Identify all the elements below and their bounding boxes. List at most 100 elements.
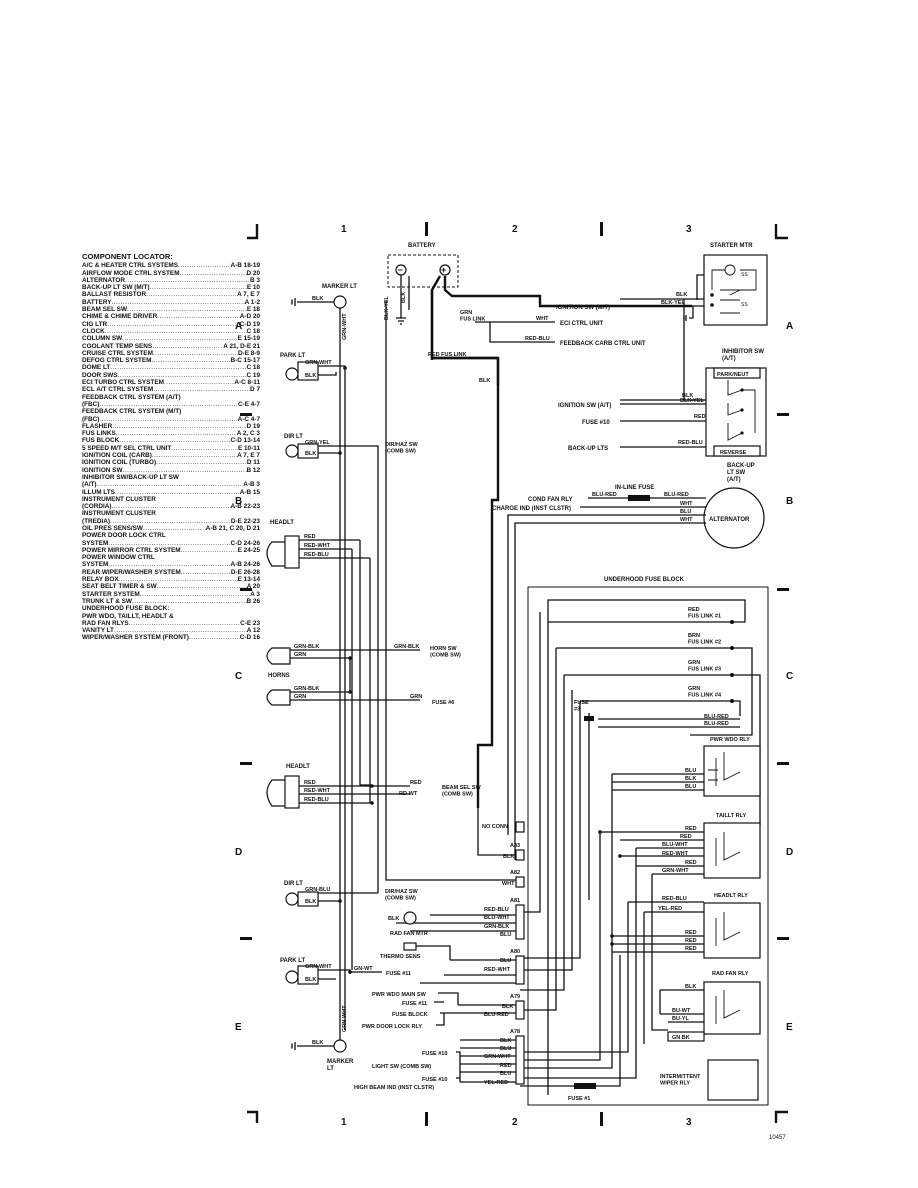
svg-text:COND FAN RLY: COND FAN RLY: [528, 497, 572, 503]
svg-text:BACK-UP LTS: BACK-UP LTS: [568, 446, 608, 452]
component-locator-list: A/C & HEATER CTRL SYSTEMSA-B 18-19AIRFLO…: [82, 262, 260, 641]
locator-row: FUS BLOCKC-D 13-14: [82, 437, 260, 444]
locator-grid-ref: C 18: [246, 327, 261, 335]
locator-row: (TREDIA)D-E 22-23: [82, 518, 260, 525]
dir-light-top: DIR LT GRN-YEL BLK DIR/HAZ SW(COMB SW): [284, 434, 419, 459]
locator-grid-ref: A-B 24-26: [230, 561, 260, 569]
locator-row: REAR WIPER/WASHER SYSTEMD-E 26-28: [82, 569, 260, 576]
locator-grid-ref: D 7: [250, 386, 260, 394]
locator-row: SYSTEMC-D 24-26: [82, 540, 260, 547]
svg-text:GN-WT: GN-WT: [354, 966, 373, 972]
locator-grid-ref: A-B 21, C 20, D 21: [205, 524, 260, 532]
svg-text:ECI CTRL UNIT: ECI CTRL UNIT: [560, 321, 604, 327]
svg-text:SS: SS: [741, 272, 748, 278]
grid-col-1-bottom: 1: [341, 1117, 347, 1128]
locator-grid-ref: A 12: [246, 627, 260, 635]
svg-text:RED-BLU: RED-BLU: [678, 440, 703, 446]
svg-text:NO CONN: NO CONN: [482, 824, 508, 830]
corner-marks: [240, 222, 789, 1126]
locator-component: POWER DOOR LOCK CTRL: [82, 532, 166, 540]
locator-component: IGNITION SW: [82, 466, 123, 474]
locator-grid-ref: A-B 22-23: [230, 503, 260, 511]
grid-row-e-right: E: [786, 1022, 793, 1033]
grid-row-d-right: D: [786, 847, 793, 858]
svg-text:FUSE #10: FUSE #10: [422, 1051, 447, 1057]
locator-grid-ref: C 18: [246, 364, 261, 372]
svg-text:IGNITION SW (M/T): IGNITION SW (M/T): [556, 305, 610, 311]
locator-grid-ref: A 1-2: [244, 298, 260, 306]
locator-component: VANITY LT: [82, 627, 114, 635]
locator-row: CHIME & CHIME DRIVERA-D 20: [82, 313, 260, 320]
svg-text:RED-WHT: RED-WHT: [304, 788, 331, 794]
svg-text:BU-WT: BU-WT: [672, 1008, 691, 1014]
svg-text:BU-YL: BU-YL: [672, 1016, 689, 1022]
svg-text:BLU-WHT: BLU-WHT: [484, 915, 510, 921]
locator-grid-ref: C-E 4-7: [237, 400, 260, 408]
locator-grid-ref: D-E 8-9: [237, 349, 260, 357]
svg-text:RED FUS LINK: RED FUS LINK: [428, 352, 467, 358]
svg-text:A83: A83: [510, 843, 520, 849]
locator-grid-ref: A 20: [246, 583, 260, 591]
locator-component: (FBC): [82, 415, 100, 423]
locator-row: SEAT BELT TIMER & SWA 20: [82, 583, 260, 590]
locator-component: FUS LINKS: [82, 430, 116, 438]
svg-text:RAD FAN RLY: RAD FAN RLY: [712, 971, 749, 977]
locator-component: BATTERY: [82, 298, 112, 306]
svg-text:BATTERY: BATTERY: [408, 243, 436, 249]
svg-text:HEADLT: HEADLT: [286, 764, 310, 770]
locator-row: STARTER SYSTEMA 3: [82, 591, 260, 598]
svg-text:RED: RED: [685, 826, 697, 832]
locator-grid-ref: A-C 4-7: [237, 415, 260, 423]
headlight-bottom: HEADLT RED RED-WHT RED-BLU RED RD-WT BEA…: [266, 764, 482, 809]
svg-text:GRN-BLK: GRN-BLK: [294, 686, 319, 692]
svg-text:RED: RED: [304, 534, 316, 540]
svg-text:PWR WDO RLY: PWR WDO RLY: [710, 737, 750, 743]
svg-text:BLU-RED: BLU-RED: [664, 492, 689, 498]
svg-text:RED: RED: [304, 780, 316, 786]
locator-row: TRUNK LT & SWB 26: [82, 598, 260, 605]
locator-component: (A/T): [82, 481, 97, 489]
svg-text:GN BK: GN BK: [672, 1035, 690, 1041]
grid-row-b-left: B: [235, 496, 242, 507]
svg-text:BLK-YEL: BLK-YEL: [384, 296, 390, 320]
locator-grid-ref: E 18: [246, 306, 260, 314]
svg-text:BLK-YEL: BLK-YEL: [680, 398, 704, 404]
svg-text:YEL-RED: YEL-RED: [484, 1080, 508, 1086]
locator-row: CLOCKC 18: [82, 328, 260, 335]
headlight-top: HEADLT RED RED-WHT RED-BLU: [266, 520, 370, 569]
locator-component: (TREDIA): [82, 517, 111, 525]
locator-grid-ref: D 11: [246, 459, 260, 467]
svg-text:WHT: WHT: [680, 501, 693, 507]
svg-text:RED-WHT: RED-WHT: [304, 543, 331, 549]
svg-text:HIGH BEAM IND (INST CLSTR): HIGH BEAM IND (INST CLSTR): [354, 1085, 434, 1091]
locator-row: SYSTEMA-B 24-26: [82, 561, 260, 568]
locator-row: (A/T)A-B 3: [82, 481, 260, 488]
svg-text:GRN-BLK: GRN-BLK: [484, 924, 509, 930]
svg-text:BLK: BLK: [502, 1004, 513, 1010]
locator-row: RAD FAN RLYSC-E 23: [82, 620, 260, 627]
alternator: IN-LINE FUSE ALTERNATOR BLU-RED BLU-RED …: [492, 485, 765, 860]
battery: BATTERY − +: [387, 243, 459, 288]
svg-text:BLK: BLK: [676, 292, 687, 298]
locator-component: COLUMN SW: [82, 335, 123, 343]
locator-row: POWER MIRROR CTRL SYSTEME 24-25: [82, 547, 260, 554]
locator-component: WIPER/WASHER SYSTEM (FRONT): [82, 634, 189, 642]
svg-text:BLU: BLU: [500, 1046, 511, 1052]
svg-text:FUSE BLOCK: FUSE BLOCK: [392, 1012, 428, 1018]
svg-text:FUSE #10: FUSE #10: [582, 420, 610, 426]
svg-text:BLU-RED: BLU-RED: [704, 721, 729, 727]
svg-text:A81: A81: [510, 898, 520, 904]
locator-component: REAR WIPER/WASHER SYSTEM: [82, 568, 181, 576]
svg-text:GRN-BLU: GRN-BLU: [305, 887, 330, 893]
svg-text:RED: RED: [680, 834, 692, 840]
inhibitor-switch: INHIBITOR SW(A/T) PARK/NEUT REVERSE BLK …: [558, 349, 767, 483]
svg-text:PARK LT: PARK LT: [280, 958, 305, 964]
locator-row: IGNITION COIL (CARB)A 7, E 7: [82, 452, 260, 459]
locator-row: FEEDBACK CTRL SYSTEM (M/T): [82, 408, 260, 415]
locator-row: FEEDBACK CTRL SYSTEM (A/T): [82, 394, 260, 401]
locator-component: STARTER SYSTEM: [82, 590, 140, 598]
